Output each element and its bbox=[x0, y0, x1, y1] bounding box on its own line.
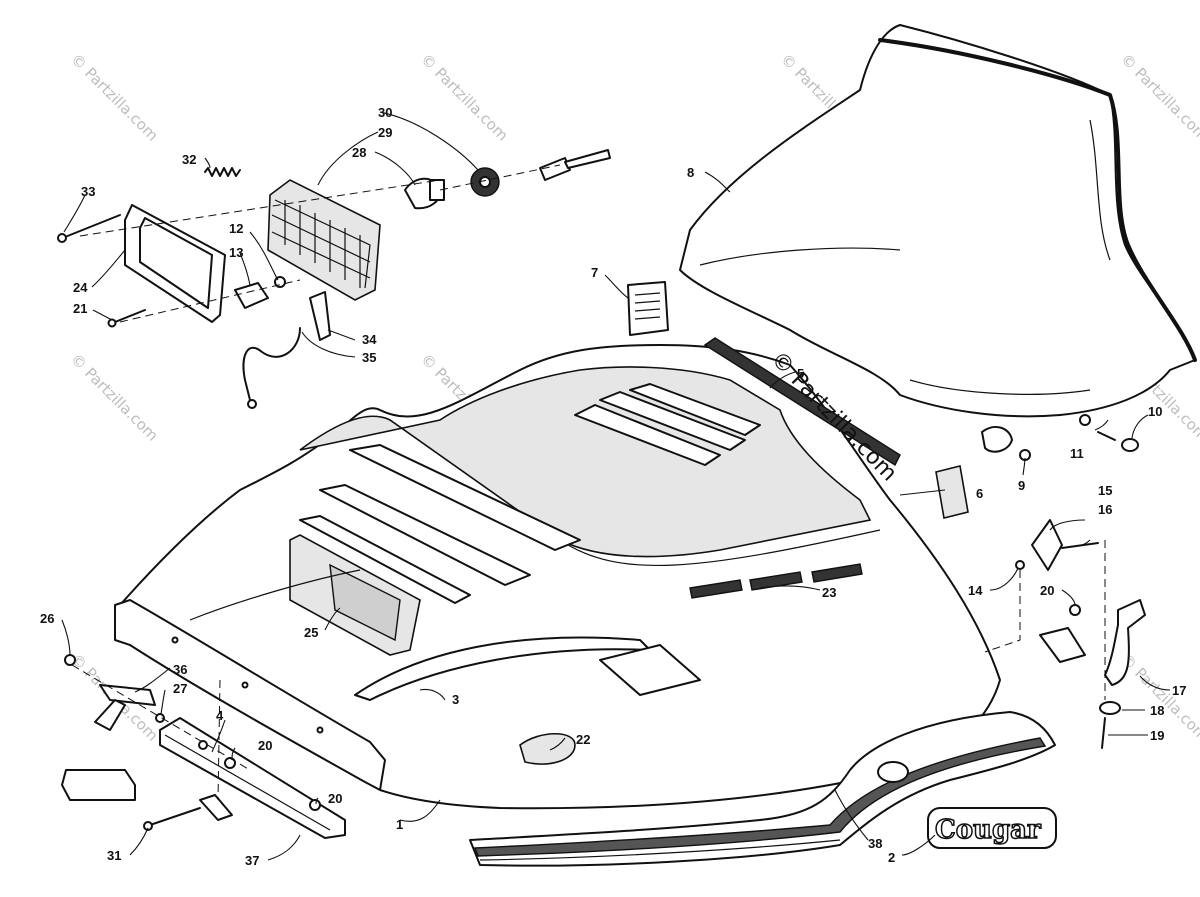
watermark: © Partzilla.com bbox=[1117, 50, 1200, 145]
hood bbox=[114, 344, 1001, 810]
callout-7: 7 bbox=[591, 265, 598, 280]
callout-27: 27 bbox=[173, 681, 187, 696]
callout-26: 26 bbox=[40, 611, 54, 626]
callout-4: 4 bbox=[216, 708, 224, 723]
cougar-brand-text: Cougar bbox=[935, 815, 1041, 845]
windshield bbox=[679, 24, 1197, 418]
callout-1: 1 bbox=[396, 817, 403, 832]
callout-18: 18 bbox=[1150, 703, 1164, 718]
callout-12: 12 bbox=[229, 221, 243, 236]
callout-30: 30 bbox=[378, 105, 392, 120]
callout-2: 2 bbox=[888, 850, 895, 865]
right-hardware bbox=[627, 281, 1146, 749]
callout-28: 28 bbox=[352, 145, 366, 160]
callout-22: 22 bbox=[576, 732, 590, 747]
leader-lines bbox=[61, 111, 1171, 861]
callout-34: 34 bbox=[362, 332, 377, 347]
callout-labels: 1 2 3 4 5 6 7 8 9 10 11 12 13 14 15 16 1… bbox=[40, 105, 1186, 868]
watermark: © Partzilla.com bbox=[67, 350, 162, 445]
callout-35: 35 bbox=[362, 350, 376, 365]
callout-19: 19 bbox=[1150, 728, 1164, 743]
callout-15: 15 bbox=[1098, 483, 1112, 498]
callout-24: 24 bbox=[73, 280, 88, 295]
callout-29: 29 bbox=[378, 125, 392, 140]
callout-25: 25 bbox=[304, 625, 318, 640]
callout-21: 21 bbox=[73, 301, 87, 316]
side-decal: Cougar bbox=[469, 711, 1057, 867]
cougar-emblem: Cougar bbox=[927, 807, 1057, 849]
callout-13: 13 bbox=[229, 245, 243, 260]
watermark: © Partzilla.com bbox=[67, 50, 162, 145]
callout-20c: 20 bbox=[328, 791, 342, 806]
watermark: © Partzilla.com bbox=[417, 50, 512, 145]
callout-20a: 20 bbox=[1040, 583, 1054, 598]
callout-37: 37 bbox=[245, 853, 259, 868]
callout-6: 6 bbox=[976, 486, 983, 501]
callout-33: 33 bbox=[81, 184, 95, 199]
callout-23: 23 bbox=[822, 585, 836, 600]
headlight-assembly bbox=[57, 149, 611, 409]
callout-3: 3 bbox=[452, 692, 459, 707]
callout-38: 38 bbox=[868, 836, 882, 851]
callout-10: 10 bbox=[1148, 404, 1162, 419]
callout-32: 32 bbox=[182, 152, 196, 167]
callout-9: 9 bbox=[1018, 478, 1025, 493]
callout-20b: 20 bbox=[258, 738, 272, 753]
callout-17: 17 bbox=[1172, 683, 1186, 698]
callout-14: 14 bbox=[968, 583, 983, 598]
callout-16: 16 bbox=[1098, 502, 1112, 517]
callout-5: 5 bbox=[797, 366, 804, 381]
callout-31: 31 bbox=[107, 848, 121, 863]
callout-8: 8 bbox=[687, 165, 694, 180]
callout-11: 11 bbox=[1070, 446, 1084, 461]
callout-36: 36 bbox=[173, 662, 187, 677]
